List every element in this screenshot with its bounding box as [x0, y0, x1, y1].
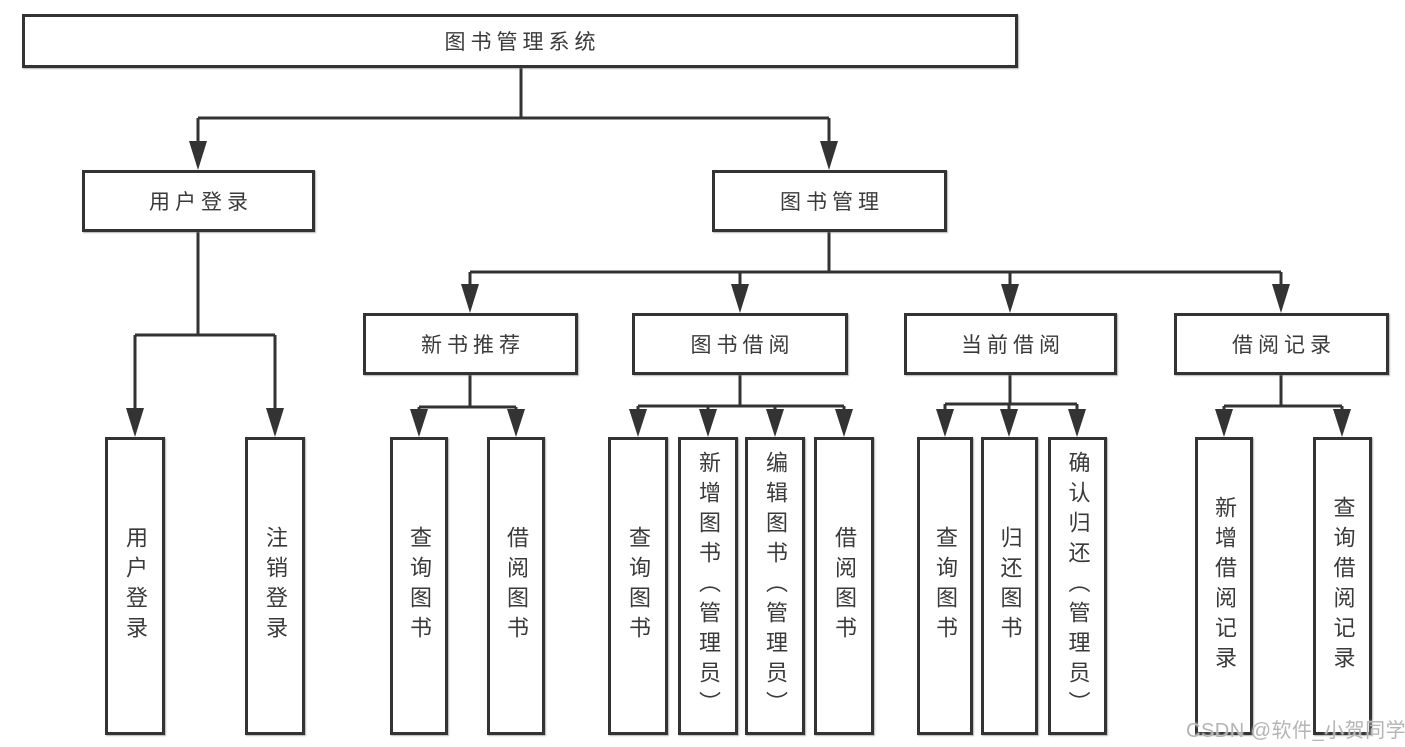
node-label: 新书推荐 — [421, 334, 525, 357]
node-leaf-add-books-admin: 新增图书（管理员） — [678, 437, 738, 735]
node-leaf-query-borrow-record: 查询借阅记录 — [1313, 437, 1372, 735]
node-label: 图书管理 — [780, 191, 884, 214]
node-leaf-query-books-2: 查询图书 — [608, 437, 668, 735]
node-leaf-query-books-3: 查询图书 — [917, 437, 973, 735]
node-label: 查询借阅记录 — [1330, 496, 1356, 676]
connector-borrow-records — [1222, 375, 1344, 410]
node-leaf-user-login: 用户登录 — [105, 437, 165, 735]
node-label: 确认归还（管理员） — [1065, 451, 1091, 721]
node-book-management: 图书管理 — [712, 170, 947, 232]
node-label: 图书管理系统 — [444, 31, 601, 54]
connector-book-mgmt — [468, 232, 1283, 284]
node-label: 编辑图书（管理员） — [763, 451, 788, 721]
node-leaf-borrow-books-2: 借阅图书 — [814, 437, 874, 735]
arrowhead — [1272, 284, 1290, 313]
arrowhead — [410, 409, 428, 437]
arrowhead — [835, 409, 853, 437]
node-leaf-confirm-return-admin: 确认归还（管理员） — [1048, 437, 1107, 735]
node-leaf-edit-books-admin: 编辑图书（管理员） — [745, 437, 805, 735]
node-label: 借阅图书 — [504, 526, 529, 646]
connector-user-login — [133, 232, 277, 408]
node-library-system: 图书管理系统 — [22, 14, 1018, 68]
arrowhead — [820, 141, 838, 170]
arrowhead — [126, 408, 144, 437]
node-label: 借阅记录 — [1232, 334, 1336, 357]
node-label: 借阅图书 — [832, 526, 857, 646]
arrowhead — [699, 409, 717, 437]
node-label: 用户登录 — [149, 191, 253, 214]
node-label: 图书借阅 — [690, 334, 795, 357]
node-leaf-query-books-1: 查询图书 — [390, 437, 448, 735]
arrowhead — [189, 141, 207, 170]
arrowhead — [936, 409, 954, 437]
node-leaf-return-books: 归还图书 — [981, 437, 1038, 735]
arrowhead — [1000, 409, 1018, 437]
node-label: 新增图书（管理员） — [696, 451, 721, 721]
node-label: 查询图书 — [407, 526, 432, 646]
arrowhead — [629, 409, 647, 437]
node-leaf-add-borrow-record: 新增借阅记录 — [1195, 437, 1253, 735]
node-new-book-recommend: 新书推荐 — [363, 313, 578, 375]
node-label: 用户登录 — [123, 526, 148, 646]
node-label: 当前借阅 — [961, 334, 1065, 357]
connector-root — [196, 68, 831, 141]
node-label: 注销登录 — [263, 526, 288, 646]
arrowhead — [766, 409, 784, 437]
arrowhead — [731, 284, 749, 313]
watermark: CSDN @软件_小贺同学 — [1186, 720, 1405, 742]
node-leaf-logout: 注销登录 — [245, 437, 305, 735]
connector-book-borrow — [636, 375, 846, 410]
node-book-borrowing: 图书借阅 — [632, 313, 848, 375]
connector-current-borrow — [943, 375, 1079, 410]
arrowhead — [461, 284, 479, 313]
arrowhead — [1001, 284, 1019, 313]
arrowhead — [266, 408, 284, 437]
node-label: 查询图书 — [933, 526, 958, 646]
node-user-login: 用户登录 — [82, 170, 315, 232]
node-current-borrowing: 当前借阅 — [904, 313, 1117, 375]
arrowhead — [1068, 409, 1086, 437]
connector-new-book-rec — [417, 375, 518, 410]
node-label: 归还图书 — [997, 526, 1023, 646]
arrowhead — [1333, 409, 1351, 437]
node-borrowing-records: 借阅记录 — [1174, 313, 1389, 375]
arrowhead — [507, 409, 525, 437]
node-label: 查询图书 — [626, 526, 651, 646]
node-label: 新增借阅记录 — [1212, 496, 1237, 676]
arrowhead — [1215, 409, 1233, 437]
node-leaf-borrow-books-1: 借阅图书 — [487, 437, 545, 735]
